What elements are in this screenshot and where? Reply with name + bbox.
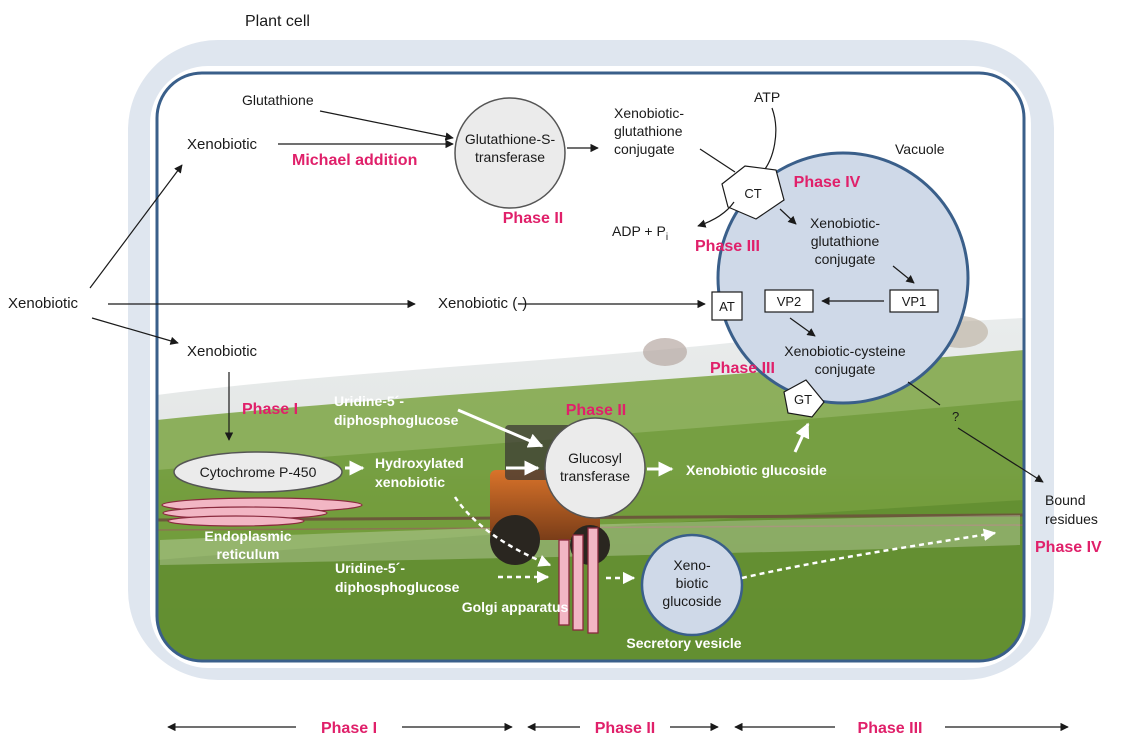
gst-enzyme xyxy=(454,97,566,209)
phase2-glucosyl-label: Phase II xyxy=(566,402,626,419)
arrow-ct-to-adp xyxy=(697,201,735,228)
arrow-ct-to-vacuole-conjugate xyxy=(779,208,797,225)
dashed-vesicle-to-wall xyxy=(741,528,997,580)
cyp450-enzyme xyxy=(173,451,343,493)
vp2-box xyxy=(764,289,814,313)
arrow-glucoside-to-gt xyxy=(793,422,810,453)
arrow-question-to-bound xyxy=(957,427,1044,483)
gst-label-line2: transferase xyxy=(475,149,545,165)
xgc-top-line3: conjugate xyxy=(614,141,675,157)
axis-phase-1: Phase I xyxy=(321,720,377,737)
vacuole-label: Vacuole xyxy=(895,141,945,157)
xcc-line2: conjugate xyxy=(815,361,876,377)
vesicle-line3: glucoside xyxy=(662,593,721,609)
question-mark: ? xyxy=(952,409,959,424)
adp-label: ADP + Pi xyxy=(612,223,668,243)
cyp450-label: Cytochrome P-450 xyxy=(200,464,317,480)
arrow-cysteine-to-question xyxy=(907,381,941,406)
vp2-label: VP2 xyxy=(777,294,802,309)
er-label-line2: reticulum xyxy=(216,546,279,562)
xgc-vac-line3: conjugate xyxy=(815,251,876,267)
bound-residues-line1: Bound xyxy=(1045,492,1085,508)
er-label-line1: Endoplasmic xyxy=(204,528,291,544)
secretory-vesicle-label: Secretory vesicle xyxy=(626,635,741,651)
xenobiotic-glucoside-label: Xenobiotic glucoside xyxy=(686,462,827,478)
bound-residues-line2: residues xyxy=(1045,511,1098,527)
atp-label: ATP xyxy=(754,89,780,105)
xenobiotic-mid: Xenobiotic xyxy=(187,343,258,360)
phase4-vacuole-label: Phase IV xyxy=(794,174,861,191)
xenobiotic-outside: Xenobiotic xyxy=(8,295,79,312)
udpg-bottom-line2: diphosphoglucose xyxy=(335,579,460,595)
glutathione-label: Glutathione xyxy=(242,92,314,108)
xenobiotic-anion: Xenobiotic (-) xyxy=(438,295,527,312)
vp1-box xyxy=(889,289,939,313)
arrow-udpg-to-glucosyl xyxy=(457,408,544,448)
axis-phase-3: Phase III xyxy=(858,720,923,737)
glucosyl-line1: Glucosyl xyxy=(568,450,622,466)
vp1-label: VP1 xyxy=(902,294,927,309)
gt-label: GT xyxy=(794,392,812,407)
arrow-glutathione-to-gst xyxy=(319,110,454,141)
endoplasmic-reticulum xyxy=(161,497,363,527)
phase2-gst-label: Phase II xyxy=(503,210,563,227)
hydroxylated-line1: Hydroxylated xyxy=(375,455,464,471)
at-transporter xyxy=(711,291,743,321)
udpg-top-line1: Uridine-5´- xyxy=(334,393,404,409)
golgi-label: Golgi apparatus xyxy=(462,599,569,615)
michael-addition-label: Michael addition xyxy=(292,152,417,169)
plasma-membrane xyxy=(155,71,1026,663)
title: Plant cell xyxy=(245,13,310,30)
adp-subscript: i xyxy=(666,232,668,243)
udpg-top-line2: diphosphoglucose xyxy=(334,412,459,428)
vesicle-line1: Xeno- xyxy=(673,557,711,573)
phase4-bound-label: Phase IV xyxy=(1035,539,1102,556)
ct-transporter xyxy=(721,165,785,220)
phase3-gt-label: Phase III xyxy=(710,360,775,377)
ct-label: CT xyxy=(744,186,761,201)
xgc-top-line1: Xenobiotic- xyxy=(614,105,684,121)
arrow-outside-to-top xyxy=(89,164,183,289)
gt-transporter xyxy=(783,379,825,418)
xenobiotic-top: Xenobiotic xyxy=(187,136,258,153)
glucosyl-line2: transferase xyxy=(560,468,630,484)
arrow-outside-to-mid xyxy=(91,317,179,345)
arrow-vp2-to-cysteine xyxy=(789,317,816,337)
arrow-conjugate-to-vp1 xyxy=(892,265,915,284)
phase3-ct-label: Phase III xyxy=(695,238,760,255)
dashed-hydroxylated-to-golgi xyxy=(453,496,552,567)
golgi-apparatus xyxy=(558,527,599,634)
xgc-vac-line1: Xenobiotic- xyxy=(810,215,880,231)
gst-label-line1: Glutathione-S- xyxy=(465,131,556,147)
at-label: AT xyxy=(719,299,735,314)
arrow-conjugate-to-ct xyxy=(699,148,736,173)
xcc-line1: Xenobiotic-cysteine xyxy=(784,343,906,359)
glucosyl-transferase xyxy=(544,417,646,519)
xgc-top-line2: glutathione xyxy=(614,123,683,139)
phase1-cell-label: Phase I xyxy=(242,401,298,418)
axis-phase-2: Phase II xyxy=(595,720,655,737)
secretory-vesicle xyxy=(640,533,744,637)
hydroxylated-line2: xenobiotic xyxy=(375,474,445,490)
xgc-vac-line2: glutathione xyxy=(811,233,880,249)
udpg-bottom-line1: Uridine-5´- xyxy=(335,560,405,576)
vacuole xyxy=(716,151,970,405)
vesicle-line2: biotic xyxy=(676,575,709,591)
